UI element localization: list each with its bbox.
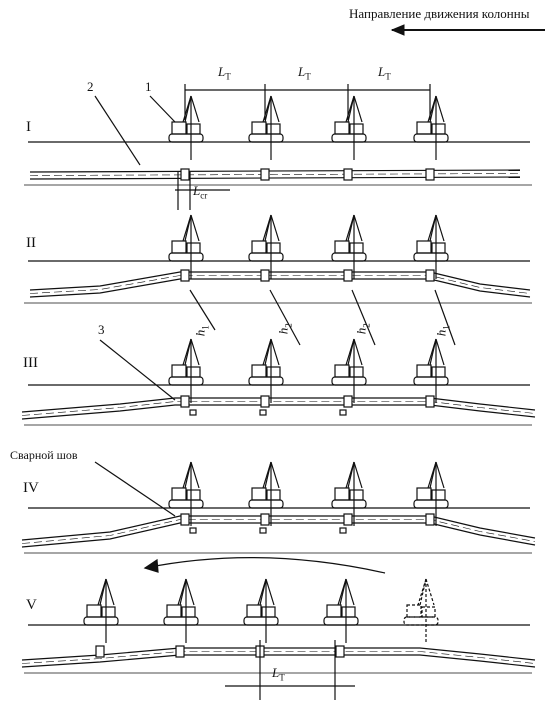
pipelayer-machine: [168, 214, 204, 279]
stage-label-v: V: [26, 597, 37, 613]
leader-callout-3: [99, 339, 176, 401]
dimension-h2-left: h2: [275, 323, 294, 335]
weld-joint: [425, 168, 435, 181]
weld-joint: [335, 645, 345, 658]
pipeline-upper: [29, 169, 521, 173]
pipeline-upper: [29, 271, 531, 291]
pipeline-lower: [21, 522, 536, 548]
pipelayer-machine: [163, 578, 199, 643]
callout-weld-seam: Сварной шов: [10, 448, 78, 462]
weld-joint: [180, 513, 190, 526]
pipelayer-machine: [248, 338, 284, 403]
weld-joint: [343, 168, 353, 181]
pipeline-centerline: [21, 651, 536, 664]
weld-joint: [425, 513, 435, 526]
stage-label-i: I: [26, 119, 31, 135]
weld-joint: [260, 168, 270, 181]
weld-joint: [343, 269, 353, 282]
pipelayer-machine: [248, 214, 284, 279]
dimension-h1-left: h1: [192, 325, 211, 337]
pipelayer-machine: [413, 338, 449, 403]
dimension-leader-h: [269, 289, 301, 346]
pipeline-upper: [21, 515, 536, 541]
pipelayer-machine: [403, 578, 439, 643]
pipeline-centerline: [29, 173, 521, 176]
dimension-h2-right: h2: [353, 323, 372, 335]
pipeline-upper: [21, 397, 536, 413]
pipelayer-machine: [413, 461, 449, 526]
pipeline-lower: [29, 176, 521, 180]
machine-move-arrowhead: [143, 558, 159, 573]
weld-joint: [343, 513, 353, 526]
stage-label-iii: III: [23, 355, 38, 371]
pipe-support: [339, 527, 347, 534]
pipe-support: [259, 527, 267, 534]
pipe-support: [189, 409, 197, 416]
weld-joint: [260, 513, 270, 526]
pipelayer-machine: [248, 95, 284, 160]
dimension-leader-h: [189, 289, 216, 331]
weld-joint: [180, 269, 190, 282]
pipelayer-machine: [331, 338, 367, 403]
weld-joint: [343, 395, 353, 408]
pipe-support: [259, 409, 267, 416]
pipelayer-machine: [331, 95, 367, 160]
pipelayer-machine: [83, 578, 119, 643]
weld-joint: [175, 645, 185, 658]
dimension-lt-3: LT: [378, 64, 391, 82]
pipelayer-machine: [248, 461, 284, 526]
dimension-lt-2: LT: [298, 64, 311, 82]
machine-move-arc: [144, 557, 386, 574]
stage-label-ii: II: [26, 235, 36, 251]
pipeline-lower: [21, 404, 536, 420]
weld-joint: [180, 395, 190, 408]
dimension-lcr: Lcr: [193, 183, 208, 201]
pipelayer-machine: [323, 578, 359, 643]
pipeline-centerline: [21, 519, 536, 544]
dimension-leader-h: [434, 289, 456, 346]
weld-joint: [95, 645, 105, 658]
pipelayer-machine: [413, 214, 449, 279]
pipe-support: [189, 527, 197, 534]
pipeline-lower: [29, 278, 531, 298]
dimension-lt-bottom: LT: [272, 665, 285, 683]
pipelayer-machine: [331, 214, 367, 279]
weld-joint: [180, 168, 190, 181]
pipelayer-machine: [331, 461, 367, 526]
callout-2-pipeline: 2: [87, 79, 94, 94]
weld-joint: [260, 269, 270, 282]
weld-joint: [260, 395, 270, 408]
pipelayer-machine: [243, 578, 279, 643]
callout-3-weld: 3: [98, 322, 105, 337]
dimension-h1-right: h1: [433, 325, 452, 337]
pipelayer-machine: [413, 95, 449, 160]
pipeline-upper: [21, 647, 536, 661]
pipeline-centerline: [29, 275, 531, 294]
pipeline-lower: [21, 654, 536, 668]
dimension-leader-h: [351, 289, 376, 346]
leader-weld-seam: [94, 461, 176, 517]
pipelayer-machine: [168, 95, 204, 160]
pipe-support: [339, 409, 347, 416]
direction-arrow-head: [390, 24, 405, 36]
pipelayer-machine: [168, 461, 204, 526]
leader-callout-1: [149, 95, 176, 123]
pipelayer-machine: [168, 338, 204, 403]
weld-joint: [425, 269, 435, 282]
leader-callout-2: [94, 95, 141, 166]
pipeline-centerline: [21, 401, 536, 416]
callout-1-machine: 1: [145, 79, 152, 94]
weld-joint: [425, 395, 435, 408]
dimension-lt-1: LT: [218, 64, 231, 82]
direction-text: Направление движения колонны: [349, 6, 530, 21]
stage-label-iv: IV: [23, 480, 39, 496]
